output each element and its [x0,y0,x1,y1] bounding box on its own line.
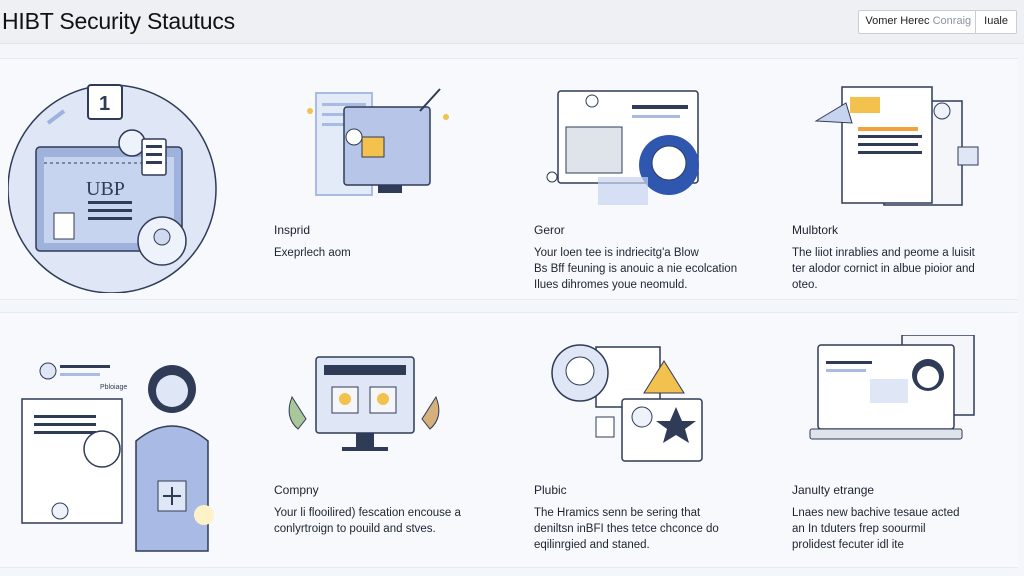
page-title: HIBT Security Stautucs [2,8,235,34]
feature-panel-top: UBP 1 Insprid Exeprlech aom [0,58,1018,300]
step-badge: 1 [99,93,110,115]
card-heading: Geror [534,223,565,237]
card-heading: Insprid [274,223,311,237]
card-heading: Plubic [534,483,567,497]
view-select[interactable]: Vomer Herec Conraig [859,11,975,33]
document-illustration [814,86,979,206]
card-geror: Geror Your loen tee is indriecitg'a Blow… [522,73,762,291]
monitor-profile-illustration [809,335,975,440]
monitor-illustration [546,90,699,205]
card-description: The liiot inrablies and peome a luisit t… [792,247,975,291]
card-insprid: Insprid Exeprlech aom [262,73,492,283]
desktop-illustration [288,356,440,451]
header-right-button[interactable]: Iuale [975,11,1016,33]
feature-panel-bottom: Pbloiage Compny Your li flooilired) fesc… [0,312,1018,568]
card-description: Your li flooilired) fescation encouse a … [274,507,461,535]
card-overview: UBP 1 [8,73,248,293]
view-control: Vomer Herec Conraig Iuale [858,10,1017,34]
view-label: Vomer Herec [865,15,930,27]
card-heading: Compny [274,483,319,497]
view-select-value: Conraig [932,15,972,27]
card-description: Lnaes new bachive tesaue acted an In tdu… [792,507,960,551]
card-plubic: Plubic The Hramics senn be sering that d… [522,331,762,555]
profile-illustration: Pbloiage [21,362,214,552]
screen-label: UBP [86,178,125,200]
card-profile: Pbloiage [8,331,248,559]
card-description: Your loen tee is indriecitg'a Blow Bs Bf… [534,247,738,291]
card-heading: Mulbtork [792,223,839,237]
laptop-illustration [307,88,449,196]
card-compny: Compny Your li flooilired) fescation enc… [262,331,492,555]
security-illustration [551,344,703,462]
card-mulbtork: Mulbtork The liiot inrablies and peome a… [780,73,1016,291]
card-janulty: Janulty etrange Lnaes new bachive tesaue… [780,331,1016,555]
document-label: Pbloiage [100,384,127,391]
card-description: Exeprlech aom [274,247,351,259]
card-description: The Hramics senn be sering that deniltsn… [534,507,719,551]
overview-illustration: UBP 1 [8,84,217,293]
card-heading: Janulty etrange [792,483,875,497]
top-bar: HIBT Security Stautucs Vomer Herec Conra… [0,0,1024,44]
